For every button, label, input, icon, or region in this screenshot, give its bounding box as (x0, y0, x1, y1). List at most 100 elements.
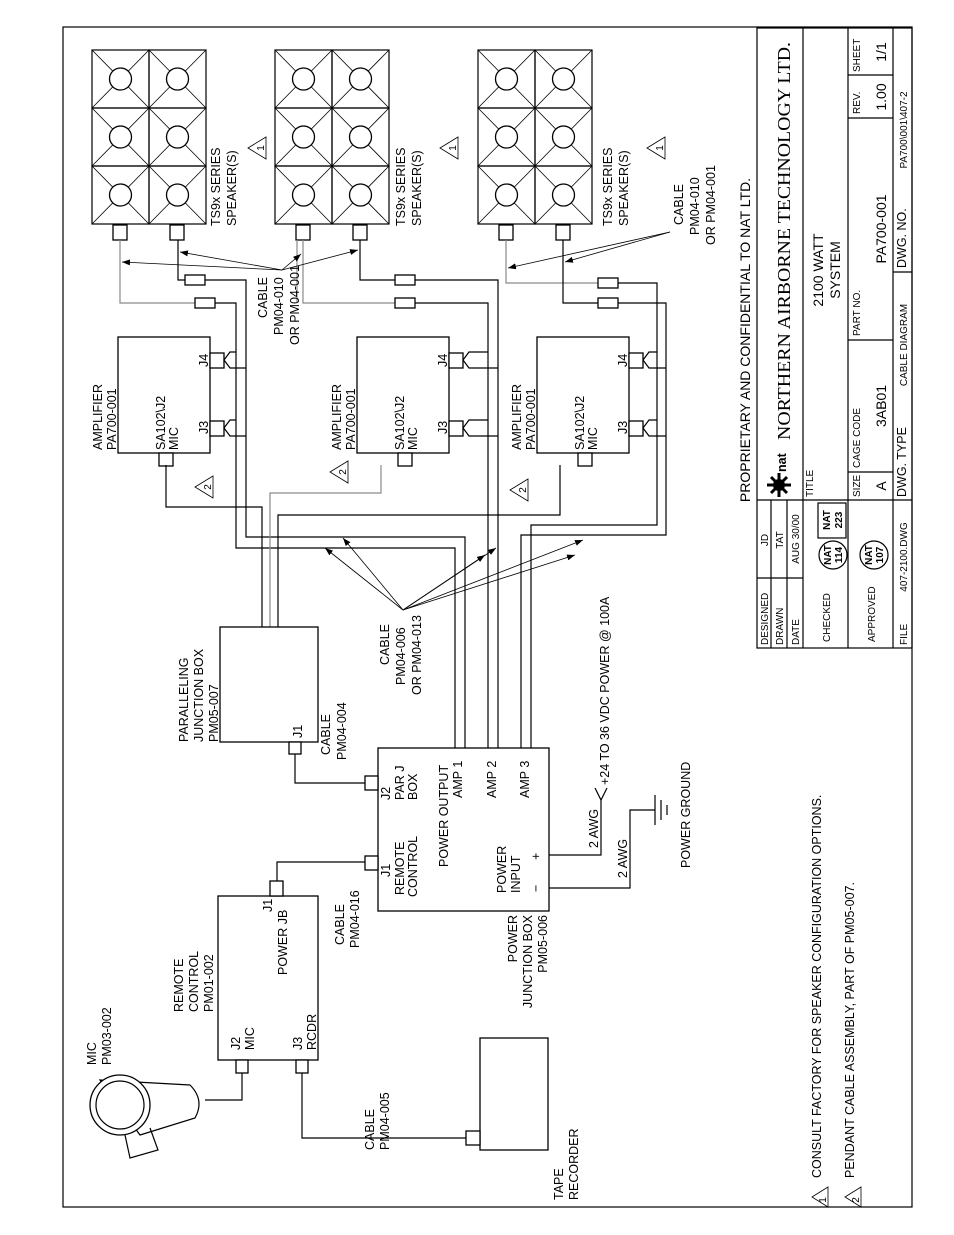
connector-j3 (448, 420, 464, 437)
connector-label: J4 (436, 354, 450, 367)
note-1-marker-icon: 1 (646, 136, 666, 160)
dwg-type-value: CABLE DIAGRAM (899, 304, 910, 386)
output-label: AMP 2 (485, 761, 499, 798)
stamp-text: NAT (823, 545, 834, 565)
port-label: REMOTE (393, 842, 407, 895)
speaker-label-1: TS9x SERIES SPEAKER(S) (209, 148, 239, 227)
speaker-cabinet (534, 49, 593, 109)
connector-j3 (209, 420, 225, 437)
inline-connector (394, 297, 416, 309)
connector-j3 (628, 420, 644, 437)
amplifier-part: PA700-001 (105, 388, 119, 450)
section-label: POWER OUTPUT (437, 765, 451, 867)
note-text: PENDANT CABLE ASSEMBLY, PART OF PM05-007… (843, 882, 857, 1178)
cable-label: CABLE (672, 184, 686, 225)
device-name: MIC (85, 1042, 99, 1065)
amp-cable-label: CABLE PM04-006 OR PM04-013 (324, 537, 584, 695)
cable-part: PM04-010 (688, 177, 702, 235)
designed-value: JD (760, 534, 771, 546)
paralleling-junction-box: PARALLELING JUNCTION BOX PM05-007 J1 CAB… (177, 626, 365, 784)
mic-label: MIC (406, 427, 420, 450)
speaker-connector (555, 224, 571, 241)
cable-fork (223, 351, 246, 369)
speaker-type-label: SPEAKER(S) (225, 150, 239, 226)
cable-label: CABLE (378, 624, 392, 665)
speaker-cabinet (331, 49, 390, 109)
speaker-cone-icon (108, 183, 133, 207)
cable-part: PM04-016 (348, 890, 362, 948)
connector-mic (577, 452, 593, 467)
speaker-wiring (119, 240, 667, 748)
file-label: FILE (899, 624, 910, 645)
speaker-cabinet (274, 107, 333, 167)
speaker-cabinet (331, 165, 390, 225)
speaker-cone-icon (494, 125, 519, 149)
inline-connector (394, 274, 416, 286)
cable-label: CABLE (363, 1109, 377, 1150)
box-type: JUNCTION BOX (192, 648, 206, 742)
supply-label: +24 TO 36 VDC POWER @ 100A (598, 596, 612, 785)
speaker-cabinet (477, 49, 536, 109)
connector-j1 (269, 880, 284, 897)
note-2-marker-icon: 2 (194, 475, 214, 499)
inline-connector (184, 274, 206, 286)
cable-fork (462, 419, 498, 437)
note-marker: 2 (338, 469, 349, 475)
port-label: CONTROL (406, 836, 420, 897)
speaker-cone-icon (291, 67, 316, 91)
mic-port-label: SA102\J2 (573, 396, 587, 450)
size-label: SIZE (852, 474, 863, 497)
inline-connector (597, 297, 619, 309)
note-marker: 2 (851, 1197, 862, 1203)
title-block: DESIGNED JD DRAWN TAT DATE AUG 30/00 CHE… (756, 27, 913, 649)
wire-gauge-label: 2 AWG (587, 809, 601, 848)
note-text: CONSULT FACTORY FOR SPEAKER CONFIGURATIO… (810, 795, 824, 1178)
speaker-type-label: SPEAKER(S) (617, 150, 631, 226)
cable-part: PM04-004 (335, 702, 349, 760)
dwg-no-label: DWG. NO. (895, 208, 909, 268)
device-type: RECORDER (567, 1128, 581, 1200)
note-marker: 1 (448, 145, 459, 151)
date-value: AUG 30/00 (791, 514, 802, 564)
mic-port-label: SA102\J2 (154, 396, 168, 450)
stamp-text: NAT (822, 510, 833, 530)
device-part: PM03-002 (100, 1007, 114, 1065)
speaker-cone-icon (291, 125, 316, 149)
connector-label: J3 (291, 1037, 305, 1050)
speaker-cone-icon (494, 67, 519, 91)
speaker-cone-icon (108, 67, 133, 91)
speaker-cabinet (91, 49, 150, 109)
box-part: PM01-002 (202, 954, 216, 1012)
power-junction-box: J2 PAR J BOX J1 REMOTE CONTROL POWER OUT… (364, 747, 550, 1008)
device-name: TAPE (552, 1168, 566, 1200)
speaker-cone-icon (551, 183, 576, 207)
size-value: A (873, 481, 889, 491)
drawn-value: TAT (775, 531, 786, 548)
connector-j4 (448, 352, 464, 369)
cable-fork (223, 419, 246, 437)
proprietary-notice: PROPRIETARY AND CONFIDENTIAL TO NAT LTD. (737, 178, 753, 502)
port-label: POWER JB (276, 910, 290, 975)
speaker-cable-label-a: CABLE PM04-010 OR PM04-001 (121, 249, 359, 345)
mic-label: MIC (586, 427, 600, 450)
speaker-cone-icon (165, 67, 190, 91)
sheet-label: SHEET (852, 39, 863, 72)
part-no-value: PA700-001 (873, 194, 889, 263)
nat-star-icon (767, 473, 791, 497)
connector-label: J1 (291, 725, 305, 738)
connector-label: J3 (436, 421, 450, 434)
note-marker: 1 (818, 1197, 829, 1203)
stamp-nat-107: NAT 107 (859, 540, 889, 570)
cable-fork (642, 419, 666, 437)
speaker-cone-icon (348, 125, 373, 149)
section-label: INPUT (509, 855, 523, 893)
file-value: 407-2100.DWG (899, 522, 910, 592)
speaker-cone-icon (494, 183, 519, 207)
connector-j4 (628, 352, 644, 369)
amplifier-name: AMPLIFIER (330, 384, 344, 450)
connector-label: J4 (197, 354, 211, 367)
cable-alt-part: OR PM04-013 (410, 615, 424, 695)
box-name: REMOTE (172, 959, 186, 1012)
